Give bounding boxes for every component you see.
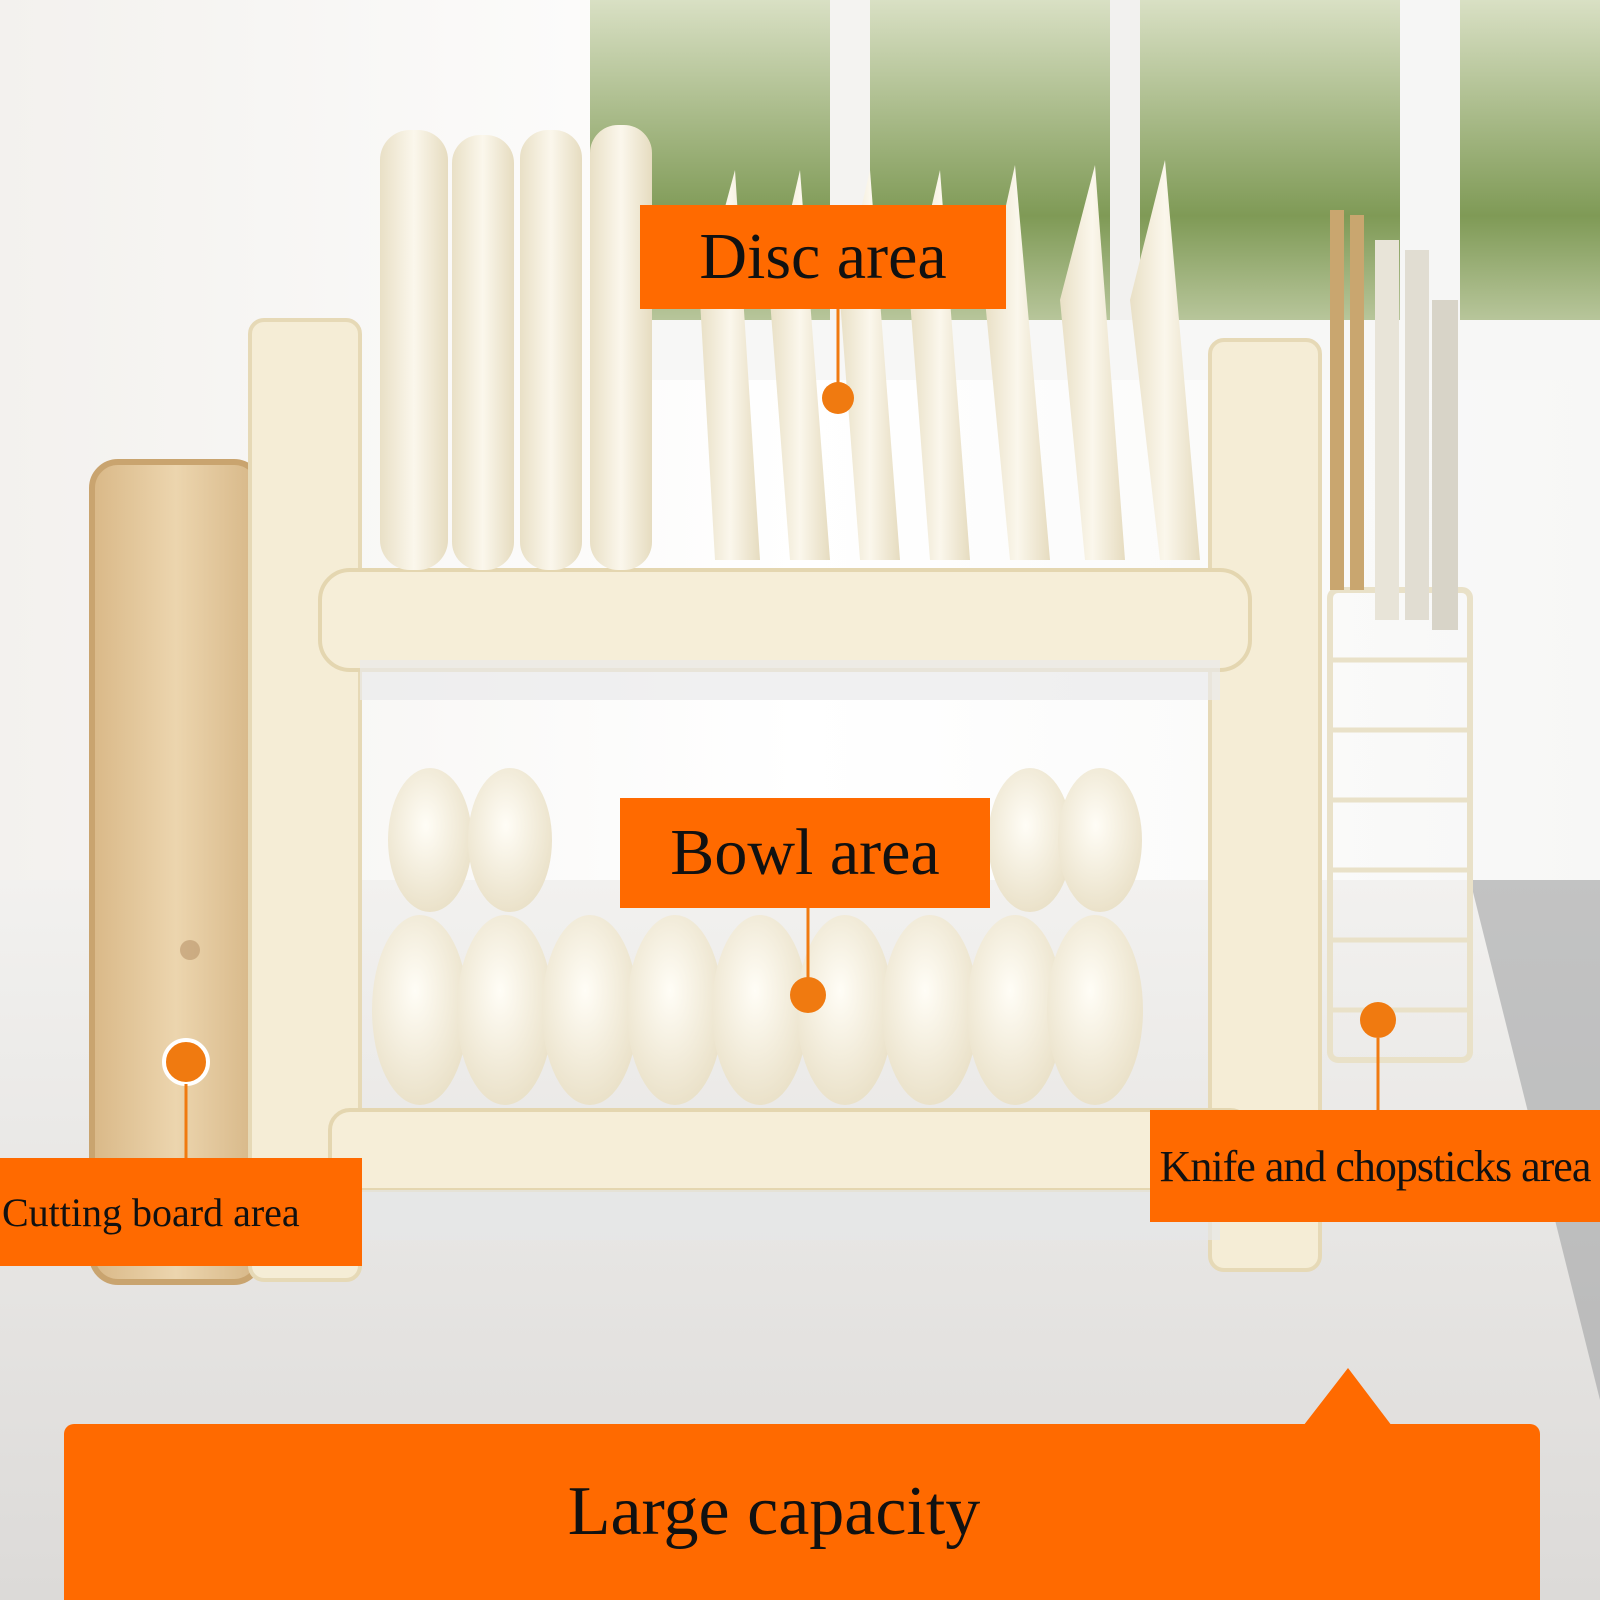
disc-area-label: Disc area	[640, 205, 1006, 309]
banner-title: Large capacity	[567, 1473, 981, 1550]
bowl-area-label: Bowl area	[620, 798, 990, 908]
large-capacity-banner	[64, 1424, 1540, 1600]
cutting-board-area-marker	[162, 1038, 210, 1158]
knife-chopsticks-area-label: Knife and chopsticks area	[1150, 1110, 1600, 1222]
cutting-board-area-label: Cutting board area	[0, 1158, 362, 1266]
bowl-area-marker	[790, 905, 826, 1013]
knife-chopsticks-area-marker	[1360, 1002, 1396, 1110]
disc-area-marker	[822, 308, 854, 414]
